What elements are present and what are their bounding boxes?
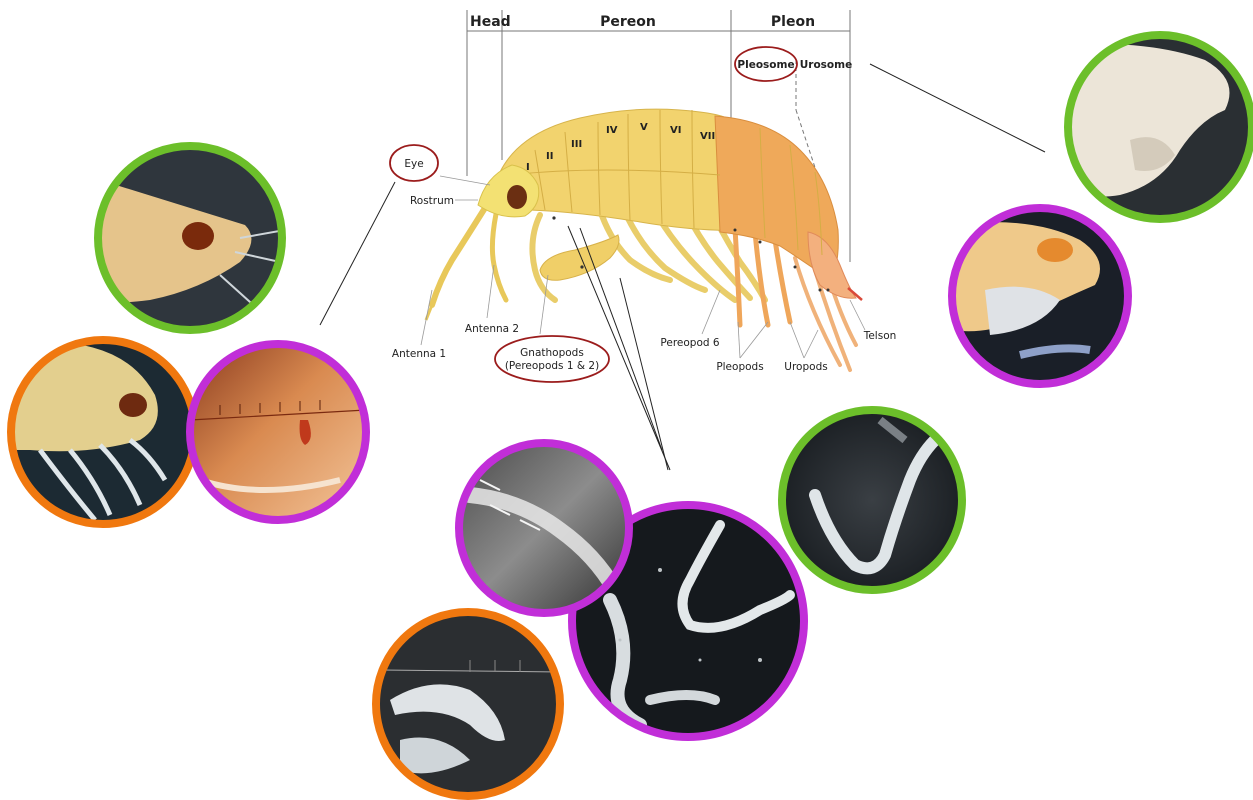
antenna-1-label: Antenna 1 <box>392 348 446 360</box>
section-pleon-label: Pleon <box>771 14 815 30</box>
segment-label-7: VII <box>700 131 715 142</box>
head-photo-3 <box>190 344 366 520</box>
gnathopod-photo-1 <box>459 443 629 613</box>
section-pereon-label: Pereon <box>600 14 656 30</box>
segment-label-1: I <box>526 162 530 173</box>
rostrum-label: Rostrum <box>410 195 454 207</box>
gnathopods-sublabel: (Pereopods 1 & 2) <box>505 360 599 372</box>
pereopod-6-label: Pereopod 6 <box>660 337 719 349</box>
pleosome-photo-2 <box>952 208 1128 384</box>
head-photo-2 <box>10 340 200 530</box>
head-photo-1 <box>95 143 285 333</box>
eye-spot <box>507 185 527 209</box>
urosome-label: Urosome <box>800 59 852 71</box>
eye-label: Eye <box>404 158 423 170</box>
segment-label-5: V <box>640 122 648 133</box>
telson-label: Telson <box>863 330 897 342</box>
gnathopod-photo-3 <box>782 410 962 590</box>
gnathopod-photo-4 <box>376 612 560 796</box>
section-head-label: Head <box>470 14 511 30</box>
segment-label-4: IV <box>606 125 618 136</box>
segment-label-3: III <box>571 139 582 150</box>
uropods-label: Uropods <box>784 361 827 373</box>
segment-label-2: II <box>546 151 553 162</box>
antenna-2-label: Antenna 2 <box>465 323 519 335</box>
gnathopods-highlight-ring <box>495 336 609 382</box>
pleosome-label: Pleosome <box>737 59 794 71</box>
pleosome-photo-1 <box>1068 35 1252 219</box>
segment-label-6: VI <box>670 125 681 136</box>
gnathopods-label: Gnathopods <box>520 347 584 359</box>
pleopods-label: Pleopods <box>716 361 763 373</box>
